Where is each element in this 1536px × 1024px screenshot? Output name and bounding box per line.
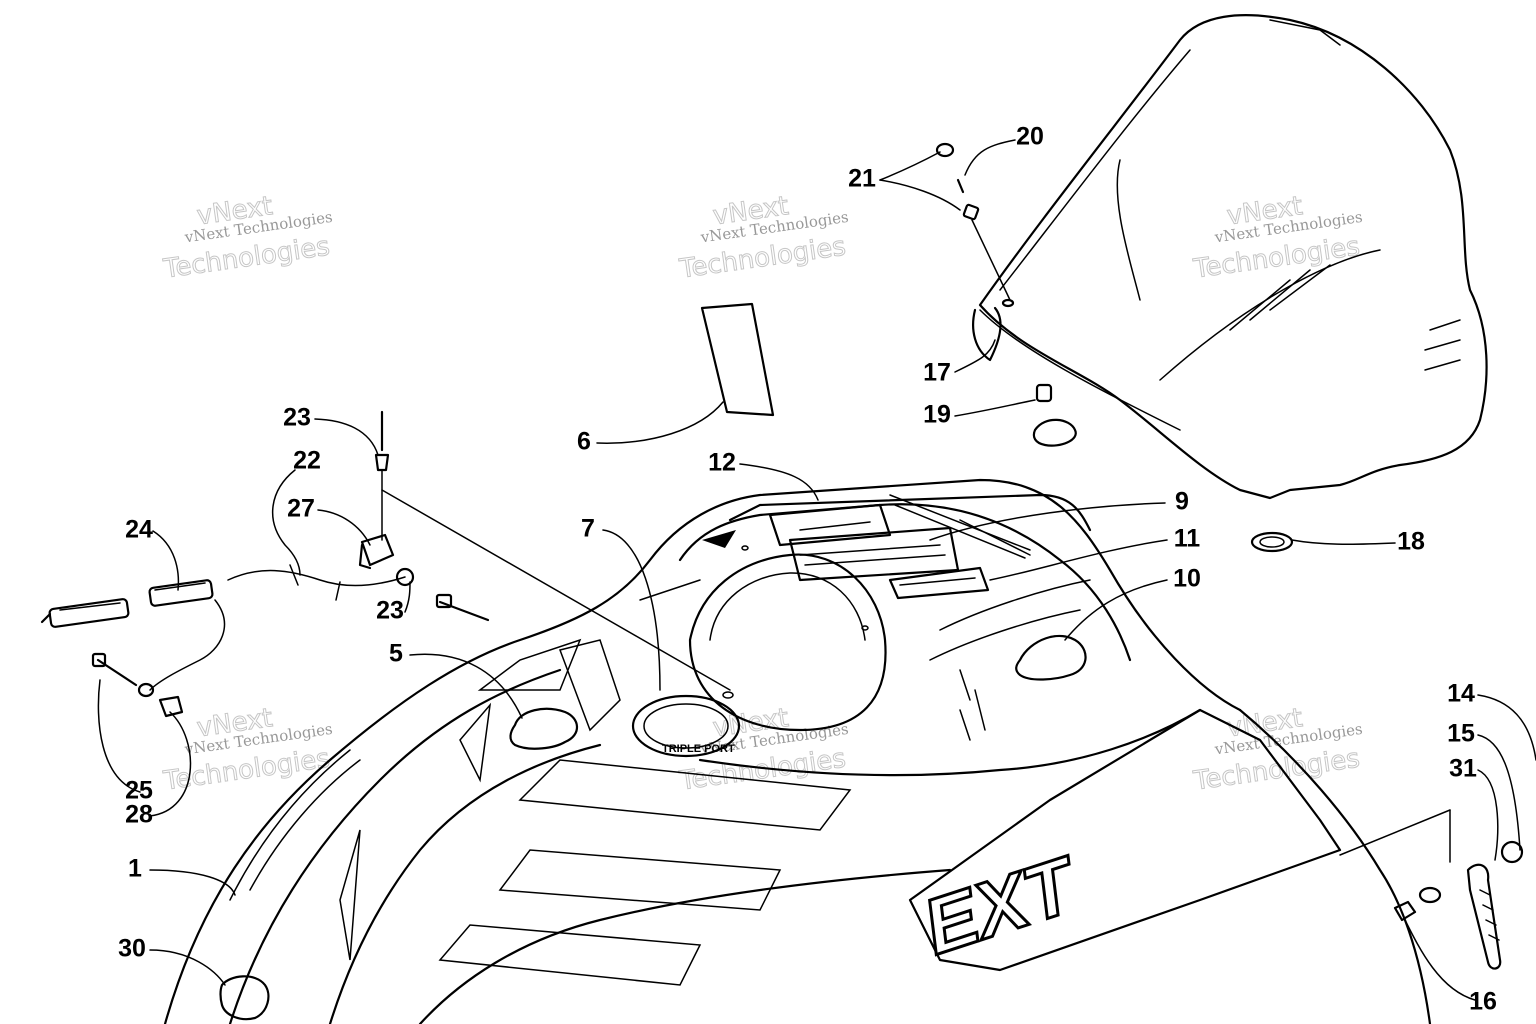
console — [678, 493, 1132, 741]
callout-25: 25 — [125, 777, 153, 805]
callout-23-top: 23 — [283, 404, 311, 432]
callout-20: 20 — [1016, 123, 1044, 151]
callout-24: 24 — [125, 516, 153, 544]
callout-16: 16 — [1469, 988, 1497, 1016]
callout-22: 22 — [293, 447, 321, 475]
callout-12: 12 — [708, 449, 736, 477]
foam-pad — [1015, 634, 1087, 681]
watermark: vNext vNext Technologies Technologies — [677, 191, 850, 286]
callout-labels: 1 5 6 7 9 10 11 12 14 15 16 17 18 19 20 … — [118, 123, 1497, 1016]
grommet — [1250, 531, 1294, 553]
callout-19: 19 — [923, 401, 951, 429]
foam-pad — [219, 975, 270, 1021]
windshield-screw-kit — [935, 142, 1015, 308]
callout-6: 6 — [577, 428, 591, 456]
callout-9: 9 — [1175, 488, 1189, 516]
callout-1: 1 — [128, 855, 142, 883]
windshield — [972, 14, 1488, 500]
hood — [163, 478, 1432, 1024]
foam-pad — [509, 707, 579, 750]
callout-15: 15 — [1447, 720, 1475, 748]
watermark: vNext vNext Technologies Technologies — [161, 191, 334, 286]
callout-28: 28 — [125, 801, 153, 829]
mount-hardware — [1339, 809, 1524, 970]
leader-lines — [97, 139, 1536, 1001]
badge-text: TRIPLE PORT — [662, 743, 735, 755]
callout-7: 7 — [581, 515, 595, 543]
logo-text: EXT — [913, 839, 1091, 972]
console-decals — [768, 494, 1031, 600]
callout-14: 14 — [1447, 680, 1475, 708]
callout-5: 5 — [389, 640, 403, 668]
callout-17: 17 — [923, 359, 951, 387]
hood-latch-kit — [40, 410, 731, 718]
callout-23-bottom: 23 — [376, 597, 404, 625]
callout-10: 10 — [1173, 565, 1201, 593]
callout-30: 30 — [118, 935, 146, 963]
callout-21: 21 — [848, 165, 876, 193]
windshield-fastener — [1032, 383, 1077, 447]
reflector-panel — [700, 302, 775, 417]
callout-27: 27 — [287, 495, 315, 523]
watermark: vNext vNext Technologies Technologies — [1191, 703, 1364, 798]
triple-port-badge: TRIPLE PORT — [631, 694, 741, 758]
callout-31: 31 — [1449, 755, 1477, 783]
watermark: vNext vNext Technologies Technologies — [1191, 191, 1364, 286]
callout-18: 18 — [1397, 528, 1425, 556]
callout-11: 11 — [1174, 525, 1201, 553]
